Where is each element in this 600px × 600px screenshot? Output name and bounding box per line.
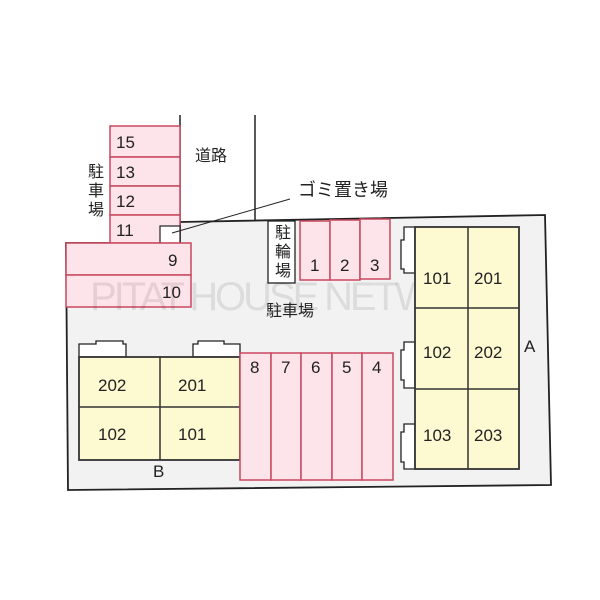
unit-label: 201 [178, 376, 206, 395]
unit-label: 203 [474, 426, 502, 445]
parking-main-label: 駐車場 [266, 301, 314, 320]
bicycle-parking [267, 220, 296, 284]
parking-space-13 [109, 156, 181, 187]
parking-space-6 [300, 352, 333, 481]
unit-label: 202 [98, 376, 126, 395]
space-label: 10 [162, 283, 181, 302]
parking-side-label-1: 駐 [88, 162, 104, 181]
space-label: 3 [370, 256, 379, 275]
garbage-label: ゴミ置き場 [298, 180, 388, 201]
space-label: 2 [340, 256, 349, 275]
space-label: 15 [116, 133, 135, 152]
parking-space-8 [239, 352, 272, 481]
space-label: 1 [310, 256, 319, 275]
parking-bottom-row: 8 7 6 5 4 [239, 352, 394, 481]
unit-label: 102 [423, 343, 451, 362]
unit-label: 103 [423, 426, 451, 445]
unit-label: 202 [474, 343, 502, 362]
space-label: 5 [342, 358, 351, 377]
unit-label: 201 [474, 269, 502, 288]
parking-space-7 [270, 352, 302, 481]
space-label: 4 [372, 358, 381, 377]
space-label: 13 [116, 163, 135, 182]
parking-space-4 [361, 352, 394, 481]
parking-space-15 [109, 125, 181, 158]
unit-label: 102 [98, 425, 126, 444]
space-label: 11 [116, 221, 134, 240]
parking-side-label-3: 場 [88, 200, 104, 219]
space-label: 8 [250, 358, 259, 377]
road-label: 道路 [195, 146, 227, 165]
unit-label: 101 [423, 269, 451, 288]
parking-space-10 [65, 274, 192, 308]
garbage-area [159, 225, 181, 244]
unit-label: 101 [178, 425, 206, 444]
space-label: 6 [311, 358, 320, 377]
bicycle-parking-label: 駐輪場 [272, 224, 291, 281]
building-a: 101 201 102 202 103 203 [400, 226, 520, 470]
building-b-label: B [153, 462, 164, 481]
parking-side-label-2: 車 [88, 181, 104, 200]
parking-left-column: 15 13 12 11 [109, 125, 181, 244]
building-b: 202 201 102 101 [78, 340, 241, 461]
space-label: 7 [281, 358, 290, 377]
garbage-leader-line [171, 198, 291, 234]
parking-space-3 [359, 218, 391, 280]
building-a-label: A [524, 337, 536, 356]
parking-space-2 [329, 219, 361, 281]
space-label: 12 [116, 192, 135, 211]
parking-space-5 [331, 352, 363, 481]
space-label: 9 [168, 251, 177, 270]
